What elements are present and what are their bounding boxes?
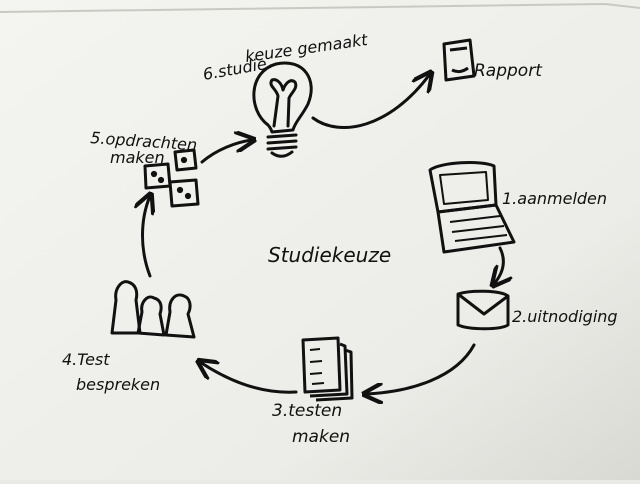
laptop-icon <box>428 161 516 254</box>
arrow-uitnodiging-to-testen <box>366 343 476 394</box>
dice-icon <box>143 148 200 208</box>
arrow-bespreken-to-opdrachten <box>143 196 151 278</box>
step5-label-line2: maken <box>110 148 165 167</box>
envelope-icon <box>456 289 510 331</box>
step3-label-line2: maken <box>292 427 350 447</box>
report-icon <box>442 38 476 82</box>
step3-label-line1: 3.testen <box>272 401 342 421</box>
paper-edge <box>0 2 640 13</box>
people-icon <box>110 280 196 339</box>
arrow-opdrachten-to-keuze <box>200 140 252 164</box>
step4-label-line2: bespreken <box>76 375 160 394</box>
outcome-label: Rapport <box>474 61 543 81</box>
arrow-keuze-to-rapport <box>311 74 430 130</box>
center-label: Studiekeuze <box>268 243 391 267</box>
arrow-testen-to-bespreken <box>200 362 298 394</box>
paper-stack-icon <box>301 336 354 402</box>
arrow-aanmelden-to-uitnodiging <box>494 246 503 284</box>
lightbulb-icon <box>252 61 313 158</box>
step4-label-line1: 4.Test <box>62 350 110 369</box>
step1-label: 1.aanmelden <box>502 189 607 208</box>
step2-label: 2.uitnodiging <box>512 307 618 326</box>
